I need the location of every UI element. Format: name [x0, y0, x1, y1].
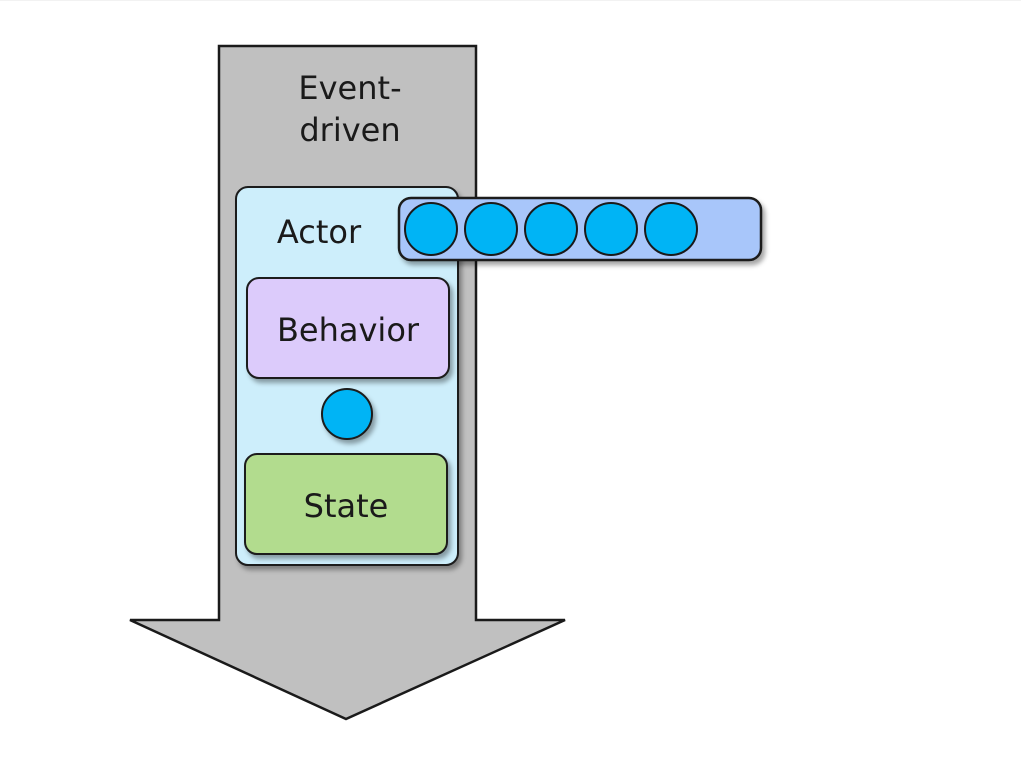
mailbox-message-5: [644, 202, 698, 256]
event-driven-label-line-2: driven: [299, 111, 400, 149]
state-box: [244, 453, 448, 555]
event-driven-label-line-1: Event-: [298, 69, 401, 107]
mailbox-message-1: [404, 202, 458, 256]
mailbox-message-2: [464, 202, 518, 256]
mailbox-message-4: [584, 202, 638, 256]
mailbox-message-3: [524, 202, 578, 256]
behavior-label: Behavior: [277, 311, 420, 349]
state-label: State: [304, 487, 389, 525]
actor-label: Actor: [277, 213, 362, 251]
behavior-box: [246, 277, 450, 379]
connector-dot: [321, 388, 373, 440]
mailbox-messages: [404, 202, 698, 256]
